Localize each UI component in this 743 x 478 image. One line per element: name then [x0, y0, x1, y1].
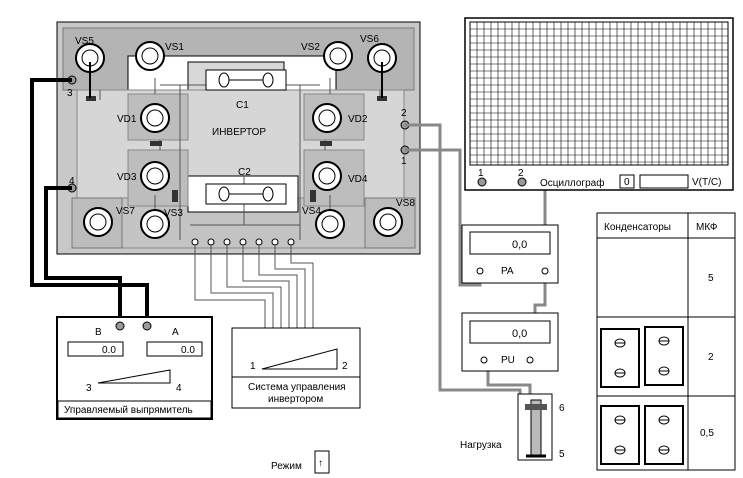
osc-input-2-label: 2 [518, 168, 524, 179]
rectifier-b-label: B [95, 327, 102, 338]
load-label: Нагрузка [460, 440, 502, 451]
thyristor-vs5[interactable] [75, 43, 105, 98]
label-vd2: VD2 [348, 114, 368, 125]
label-vs4: VS4 [302, 206, 321, 217]
control-slider-min: 1 [250, 361, 256, 372]
label-vd3: VD3 [117, 172, 137, 183]
thyristor-vs8[interactable] [373, 207, 403, 237]
rectifier-a-value: 0.0 [181, 345, 195, 356]
rectifier-terminal-a[interactable] [142, 321, 152, 331]
thyristor-vs3[interactable] [140, 209, 170, 239]
voltmeter-value: 0,0 [512, 328, 527, 340]
voltmeter-terminal-right[interactable] [526, 356, 534, 364]
inverter-title: ИНВЕРТОР [212, 127, 266, 138]
label-vs2: VS2 [301, 42, 320, 53]
diode-vd3[interactable] [140, 161, 170, 191]
table-value-5: 5 [708, 273, 714, 284]
thyristor-vs4[interactable] [315, 209, 345, 239]
rectifier-label: Управляемый выпрямитель [64, 405, 193, 416]
osc-input-1[interactable] [477, 177, 487, 187]
rectifier-slider-max: 4 [176, 383, 182, 394]
osc-channel-value: 0 [624, 177, 630, 188]
ammeter-value: 0,0 [512, 239, 527, 251]
osc-value-field[interactable] [639, 174, 689, 189]
control-slider[interactable] [261, 348, 338, 370]
mode-arrow-icon: ↑ [318, 458, 323, 469]
diode-vd1[interactable] [140, 103, 170, 133]
ammeter-pa: 0,0 PA [461, 224, 559, 284]
label-vs5: VS5 [75, 36, 94, 47]
label-vs6: VS6 [360, 34, 379, 45]
capacitor-table: Конденсаторы МКФ 5 2 0,5 [596, 212, 736, 471]
load-slider[interactable] [525, 404, 547, 410]
diode-vd2[interactable] [312, 103, 342, 133]
thyristor-vs2[interactable] [323, 41, 353, 71]
thyristor-vs7[interactable] [83, 207, 113, 237]
controlled-rectifier: B A 0.0 0.0 3 4 Управляемый выпрямитель [56, 316, 213, 420]
table-header-capacitors: Конденсаторы [604, 222, 671, 233]
mode-label: Режим [271, 461, 302, 472]
terminal-3-label: 3 [67, 88, 73, 99]
osc-label: Осциллограф [540, 177, 604, 189]
table-header-mkf: МКФ [696, 222, 718, 233]
diode-vd4[interactable] [312, 161, 342, 191]
label-vs7: VS7 [116, 206, 135, 217]
ammeter-terminal-right[interactable] [541, 267, 549, 275]
wire-rectifier-a [30, 78, 149, 322]
control-slider-max: 2 [342, 361, 348, 372]
oscilloscope-screen-grid [470, 22, 728, 165]
table-value-2: 2 [708, 352, 714, 363]
load-rheostat: Нагрузка 6 5 [460, 393, 565, 461]
wire-rectifier-b [44, 186, 122, 322]
osc-units: V(T/C) [692, 177, 721, 188]
capacitor-c2 [205, 183, 287, 205]
control-label-line1: Система управления [248, 382, 346, 393]
capacitor-05uf-right[interactable] [644, 405, 684, 465]
ammeter-label: PA [501, 266, 514, 277]
capacitor-2uf-right[interactable] [644, 326, 684, 386]
rectifier-slider-min: 3 [86, 383, 92, 394]
voltmeter-label: PU [501, 355, 515, 366]
ammeter-terminal-left[interactable] [476, 267, 484, 275]
inverter-control-system: 1 2 Система управления инвертором [231, 327, 361, 409]
osc-channel-box[interactable] [619, 174, 635, 189]
label-vs1: VS1 [165, 42, 184, 53]
load-terminal-5: 5 [559, 449, 565, 460]
table-value-05: 0,5 [700, 428, 714, 439]
rectifier-slider[interactable] [97, 369, 171, 384]
capacitor-c1 [205, 69, 287, 91]
mode-button[interactable] [314, 450, 330, 474]
terminal-4-label: 4 [69, 176, 75, 187]
load-terminal-6: 6 [559, 403, 565, 414]
capacitor-2uf-left[interactable] [600, 328, 640, 388]
label-vd4: VD4 [348, 174, 368, 185]
osc-input-1-label: 1 [478, 168, 484, 179]
thyristor-vs6[interactable] [367, 43, 397, 98]
inverter-board: C1 C2 ИНВЕРТОР [56, 21, 421, 255]
label-vd1: VD1 [117, 114, 137, 125]
rectifier-a-label: A [172, 327, 179, 338]
rectifier-b-value: 0.0 [102, 345, 116, 356]
label-vs3: VS3 [164, 208, 183, 219]
voltmeter-pu: 0,0 PU [461, 312, 559, 372]
terminal-1-label: 1 [401, 156, 407, 167]
terminal-2-label: 2 [401, 108, 407, 119]
osc-input-2[interactable] [517, 177, 527, 187]
voltmeter-terminal-left[interactable] [480, 356, 488, 364]
oscilloscope: 1 2 Осциллограф 0 V(T/C) [464, 17, 734, 191]
thyristor-vs1[interactable] [135, 41, 165, 71]
label-vs8: VS8 [396, 198, 415, 209]
control-label-line2: инвертором [268, 394, 323, 405]
capacitor-c2-label: C2 [238, 167, 251, 178]
rectifier-terminal-b[interactable] [115, 321, 125, 331]
capacitor-c1-label: C1 [236, 100, 249, 111]
capacitor-05uf-left[interactable] [600, 405, 640, 465]
